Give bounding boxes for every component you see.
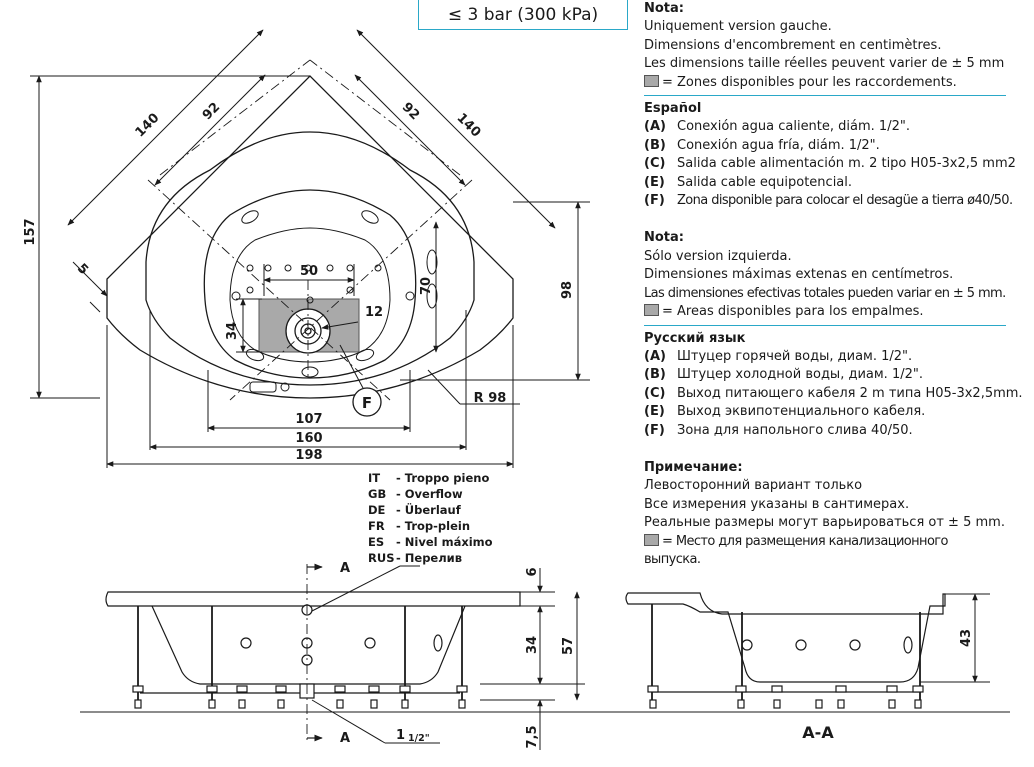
section-a-bottom: A [340,731,350,746]
notes-fr-heading: Nota: [644,1,684,16]
side-section-view [625,592,990,709]
svg-text:- Перелив: - Перелив [396,551,462,565]
pressure-label: ≤ 3 bar (300 kPa) [418,0,628,30]
tub-outline [106,75,514,399]
dim-57: 57 [561,637,576,655]
dim-7-5: 7,5 [525,725,540,748]
notes-fr-line: Dimensions d'encombrement en centimètres… [644,37,942,53]
list-item: (E)Выход эквипотенциального кабеля. [644,404,926,420]
dim-43: 43 [959,629,974,647]
notes-panel: Nota: Uniquement version gauche. Dimensi… [644,0,1023,576]
connection-zone-swatch [644,533,659,546]
front-rim [105,591,521,607]
notes-ru-heading: Русский язык [644,330,746,346]
list-item: (F)Zona disponible para colocar el desag… [644,193,1013,209]
dim-6: 6 [525,567,540,576]
svg-text:- Troppo pieno: - Troppo pieno [396,471,489,485]
plan-dimensions: 140 92 92 140 157 5 50 70 12 34 98 107 1… [23,100,575,463]
list-item: (A)Штуцер горячей воды, диам. 1/2". [644,348,913,364]
section-aa-label: A-A [802,723,834,742]
dim-34-section: 34 [525,636,540,654]
notes-ru-nota-heading: Примечание: [644,459,743,475]
dim-140-left: 140 [133,111,163,141]
dim-160: 160 [295,431,322,446]
zone-f-marker [352,387,382,417]
svg-text:ES: ES [368,535,384,549]
plan-view [30,29,590,468]
zone-f-label: F [362,394,372,412]
svg-text:FR: FR [368,519,385,533]
front-section-view [80,563,1010,750]
front-jet-icons [240,604,443,666]
pipe-size-fraction: 1/2" [408,733,430,744]
list-item: (E)Salida cable equipotencial. [644,174,853,190]
list-item: (B)Штуцер холодной воды, диам. 1/2". [644,367,923,383]
svg-text:DE: DE [368,503,386,517]
notes-es-heading: Español [644,101,702,117]
dim-198: 198 [295,448,322,463]
notes-es-nota: Nota: Sólo version izquierda. Dimensione… [644,229,1006,326]
dim-70: 70 [419,277,434,295]
svg-text:IT: IT [368,471,380,485]
connection-zone-swatch [644,304,659,317]
dim-107: 107 [295,412,322,427]
svg-text:GB: GB [368,487,386,501]
overflow-legend: IT - Troppo pieno GB - Overflow DE - Überla… [368,471,493,565]
tub-basin-floor [229,227,391,363]
dim-5: 5 [74,261,91,278]
svg-text:- Nivel máximo: - Nivel máximo [396,535,493,549]
notes-fr: Nota: Uniquement version gauche. Dimensi… [644,0,1006,97]
side-dimensions: 43 A-A [802,629,974,742]
dim-92-right: 92 [399,100,422,123]
notes-es-nota-heading: Nota: [644,230,684,246]
notes-ru: Русский язык (A)Штуцер горячей воды, диа… [644,330,1023,443]
dim-140-right: 140 [454,111,484,141]
list-item: (C)Выход питающего кабеля 2 m типа H05-3… [644,385,1023,401]
section-a-top: A [340,561,350,576]
pipe-size: 1 [396,728,405,743]
notes-fr-swatch-text: = Zones disponibles pour les raccordemen… [662,74,957,90]
notes-es: Español (A)Conexión agua caliente, diám.… [644,100,1016,213]
side-jet-icons [741,636,913,654]
list-item: (C)Salida cable alimentación m. 2 tipo H… [644,156,1016,172]
svg-text:- Überlauf: - Überlauf [396,502,462,517]
side-rim [625,592,946,683]
drain-icon [285,308,331,354]
dim-157: 157 [23,218,38,245]
list-item: (A)Conexión agua caliente, diám. 1/2". [644,119,910,135]
list-item: (F)Зона для напольного слива 40/50. [644,422,913,438]
dim-r98: R 98 [474,391,507,406]
connection-zone-swatch [644,74,659,87]
list-item: (B)Conexión agua fría, diám. 1/2". [644,137,880,153]
svg-text:- Trop-plein: - Trop-plein [396,519,470,533]
dim-34-plan: 34 [225,322,240,340]
dim-50: 50 [300,264,318,279]
front-dimensions: 6 34 57 7,5 A A 1 1/2" [340,561,576,749]
dim-12: 12 [365,305,383,320]
notes-fr-line: Uniquement version gauche. [644,19,832,35]
svg-text:- Overflow: - Overflow [396,487,463,501]
notes-ru-nota: Примечание: Левосторонний вариант только… [644,459,1005,567]
dim-98: 98 [560,281,575,299]
notes-fr-line: Les dimensions taille réelles peuvent va… [644,56,1005,72]
front-basin [151,605,466,685]
svg-text:RUS: RUS [368,551,394,565]
